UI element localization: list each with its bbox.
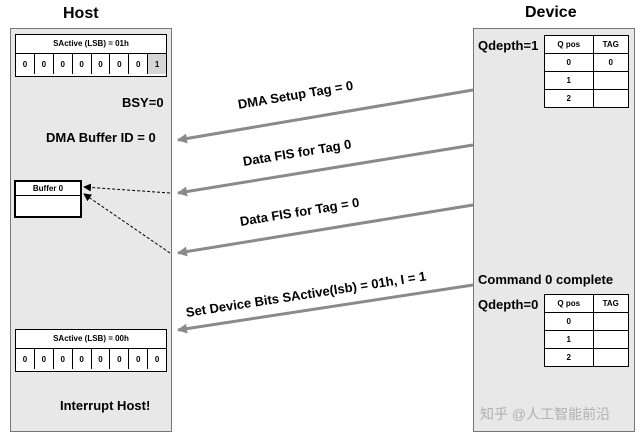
buffer-0: Buffer 0 xyxy=(14,180,82,218)
bit-cell: 0 xyxy=(129,54,149,74)
table-row: 2 xyxy=(544,89,630,108)
queue-table-top: Q pos TAG 0 0 1 2 xyxy=(544,35,630,108)
dashed-arrow-buffer-1 xyxy=(83,183,171,194)
bit-cell: 0 xyxy=(110,349,130,369)
bit-cell: 0 xyxy=(154,354,160,364)
qdepth-top-label: Qdepth=1 xyxy=(478,38,539,53)
qdepth-bottom-label: Qdepth=0 xyxy=(478,297,539,312)
queue-cell xyxy=(592,89,630,108)
watermark: 知乎 @人工智能前沿 xyxy=(480,406,611,422)
arrow-data-fis-1 xyxy=(177,143,474,197)
buffer-0-title: Buffer 0 xyxy=(16,182,80,196)
bit-cell: 0 xyxy=(54,349,73,369)
bit-cell: 0 xyxy=(16,349,35,369)
bit-cell: 0 xyxy=(92,54,111,74)
sactive-register-top: SActive (LSB) = 01h 0 0 0 0 0 0 0 1 xyxy=(15,34,167,77)
host-title: Host xyxy=(63,5,99,22)
bit-cell: 0 xyxy=(54,54,73,74)
bit-cell: 0 xyxy=(110,54,130,74)
dma-buffer-label: DMA Buffer ID = 0 xyxy=(46,130,156,145)
sactive-register-bottom: SActive (LSB) = 00h 0 0 0 0 0 0 0 0 xyxy=(15,329,167,372)
sactive-register-top-title: SActive (LSB) = 01h xyxy=(16,35,166,54)
device-title: Device xyxy=(525,4,577,21)
table-row: 0 0 xyxy=(544,53,630,72)
arrow-set-device-bits xyxy=(177,283,474,334)
bit-cell: 0 xyxy=(73,349,92,369)
arrow-dma-setup xyxy=(177,88,474,144)
interrupt-label: Interrupt Host! xyxy=(60,398,151,413)
dashed-arrow-buffer-2 xyxy=(83,193,171,254)
table-row: 2 xyxy=(544,348,630,367)
queue-cell: 2 xyxy=(544,89,594,108)
bit-cell: 0 xyxy=(73,54,92,74)
bit-cell: 0 xyxy=(129,349,149,369)
table-row: 1 xyxy=(544,71,630,90)
arrow-data-fis-2 xyxy=(177,203,474,257)
bit-cell: 0 xyxy=(35,349,54,369)
bit-cell: 0 xyxy=(35,54,54,74)
busy-label: BSY=0 xyxy=(122,95,164,110)
queue-table-bottom: Q pos TAG 0 1 2 xyxy=(544,294,630,367)
command-complete-label: Command 0 complete xyxy=(478,272,614,287)
sactive-register-bottom-title: SActive (LSB) = 00h xyxy=(16,330,166,349)
queue-cell xyxy=(592,348,630,367)
bit-cell: 0 xyxy=(92,349,111,369)
bit-cell: 0 xyxy=(16,54,35,74)
bit-cell-set: 1 xyxy=(148,54,166,74)
